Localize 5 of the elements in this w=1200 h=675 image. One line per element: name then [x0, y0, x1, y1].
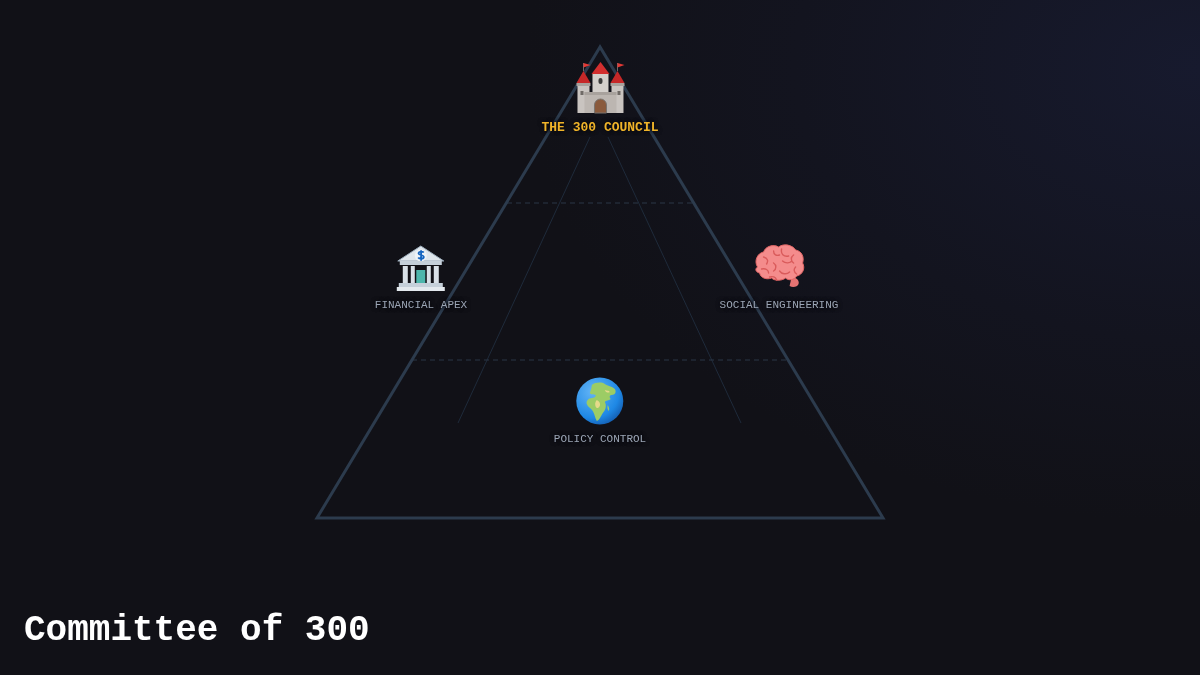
- diagram-title: Committee of 300: [24, 609, 370, 653]
- tier-heading: THE 300 COUNCIL: [541, 120, 659, 136]
- tier-label: POLICY CONTROL: [553, 433, 647, 447]
- tier-label: SOCIAL ENGINEERING: [719, 299, 839, 313]
- tier-label: FINANCIAL APEX: [374, 299, 468, 313]
